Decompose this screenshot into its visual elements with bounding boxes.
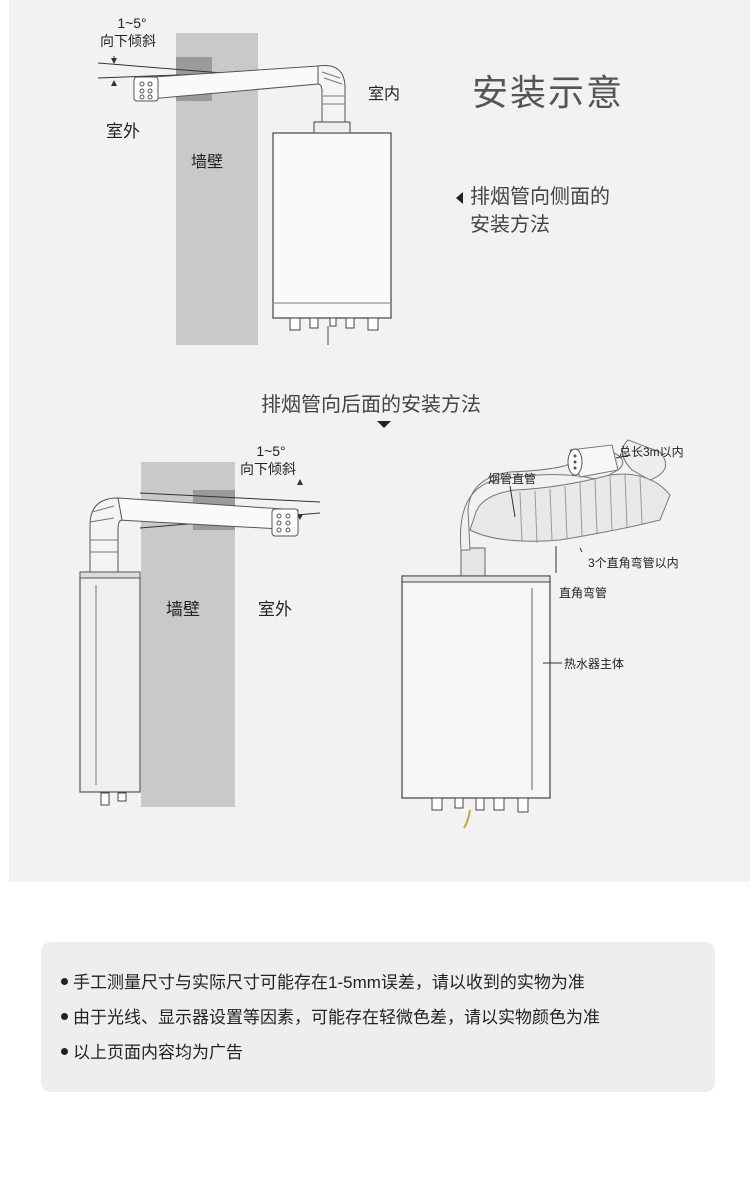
note-item: 以上页面内容均为广告 [61,1038,243,1063]
water-heater-side [79,576,141,793]
note-text: 手工测量尺寸与实际尺寸可能存在1-5mm误差，请以收到的实物为准 [73,973,585,992]
top-angle-desc: 向下倾斜 [100,33,156,49]
pointer-left-icon [456,192,463,204]
heater-body-label: 热水器主体 [564,657,625,671]
bottom-wall-label: 墙壁 [166,600,200,619]
back-install-title: 排烟管向后面的安装方法 [261,394,481,416]
note-text: 由于光线、显示器设置等因素，可能存在轻微色差，请以实物颜色为准 [73,1008,600,1027]
pipe-outlet-top [133,76,159,102]
straight-pipe-label: 烟管直管 [488,472,537,486]
note-item: 手工测量尺寸与实际尺寸可能存在1-5mm误差，请以收到的实物为准 [61,968,585,993]
top-wall-label: 墙壁 [191,154,224,171]
water-heater-front [401,575,551,799]
side-install-description: 排烟管向侧面的 安装方法 [456,183,610,239]
bottom-angle-range: 1~5° [256,443,286,459]
installation-diagram [79,33,671,829]
elbow-label: 直角弯管 [559,586,608,600]
note-text: 以上页面内容均为广告 [73,1043,243,1062]
page-title: 安装示意 [472,72,625,113]
bullet-icon [61,1048,68,1056]
bottom-angle-label: 1~5° 向下倾斜 [240,442,296,478]
note-item: 由于光线、显示器设置等因素，可能存在轻微色差，请以实物颜色为准 [61,1003,600,1028]
top-angle-range: 1~5° [117,15,147,31]
top-outdoor-label: 室外 [106,122,140,141]
water-heater-top [272,132,392,319]
top-angle-label: 1~5° 向下倾斜 [100,14,156,50]
side-desc-line1: 排烟管向侧面的 [470,186,610,208]
pointer-down-icon [377,421,391,428]
top-indoor-label: 室内 [368,86,401,103]
total-length-label: 总长3m以内 [619,445,684,459]
notes-box: 手工测量尺寸与实际尺寸可能存在1-5mm误差，请以收到的实物为准 由于光线、显示… [41,942,715,1092]
side-desc-line2: 安装方法 [470,214,550,236]
bullet-icon [61,1013,68,1021]
bottom-outdoor-label: 室外 [258,600,292,619]
bottom-angle-desc: 向下倾斜 [240,461,296,477]
bullet-icon [61,978,68,986]
elbow-limit-label: 3个直角弯管以内 [588,556,679,570]
